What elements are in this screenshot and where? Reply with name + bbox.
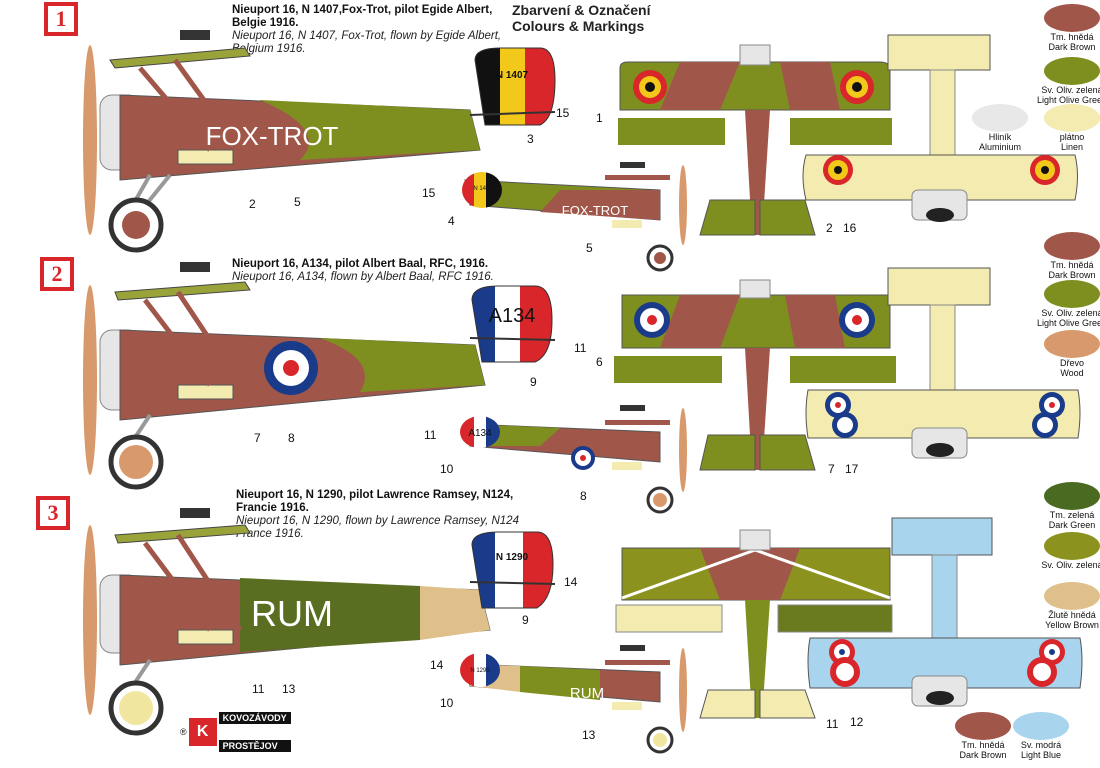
callout: 7 <box>254 431 261 445</box>
color-swatch <box>1044 232 1100 260</box>
color-swatch <box>1044 330 1100 358</box>
callout: 5 <box>294 195 301 209</box>
color-swatch <box>972 104 1028 132</box>
scheme-2-small-side-view: A134 <box>460 405 687 514</box>
small-fuselage-text-1: FOX-TROT <box>562 203 628 218</box>
scheme-3-top-view <box>615 529 893 719</box>
callout: 12 <box>850 715 864 729</box>
scheme-1-bottom-view <box>802 34 1078 222</box>
color-swatch <box>1044 532 1100 560</box>
callout: 8 <box>288 431 295 445</box>
callout: 9 <box>530 375 537 389</box>
callout: 1 <box>596 111 603 125</box>
scheme-3-caption: Nieuport 16, N 1290, pilot Lawrence Rams… <box>236 489 519 540</box>
callout: 14 <box>430 658 444 672</box>
callouts-scheme-2: 6 7 8 9 10 11 11 8 7 17 <box>254 341 859 503</box>
small-rudder-serial-3: N 1290 <box>470 668 490 674</box>
callout: 14 <box>564 575 578 589</box>
scheme-2-badge: 2 <box>40 257 74 291</box>
scheme-1-side-view: N 1407 FOX-TROT <box>83 30 556 253</box>
k-logo-mark: K <box>188 718 217 746</box>
callout: 9 <box>522 613 529 627</box>
rudder-serial-2: A134 <box>489 305 536 327</box>
callout: 15 <box>556 106 570 120</box>
swatch-olive-3: Sv. Oliv. zelená <box>1027 532 1100 570</box>
callout: 11 <box>574 341 587 355</box>
callout: 13 <box>282 682 296 696</box>
scheme-1-top-view <box>618 44 892 236</box>
rudder-serial-1: N 1407 <box>496 70 529 81</box>
kovozavody-logo: ® K KOVOZÁVODY PROSTĚJOV <box>180 712 291 752</box>
scheme-1-small-side-view: N 1407 FOX-TROT <box>462 162 687 272</box>
small-rudder-serial-1: N 1407 <box>473 186 493 192</box>
fuselage-text-3: RUM <box>251 593 333 634</box>
scheme-2-caption: Nieuport 16, A134, pilot Albert Baal, RF… <box>232 258 494 283</box>
scheme-2-top-view <box>614 279 896 471</box>
color-swatch <box>955 712 1011 740</box>
fuselage-text-1: FOX-TROT <box>206 121 339 151</box>
scheme-3-bottom-view <box>807 517 1083 707</box>
callout: 10 <box>440 462 454 476</box>
rudder-serial-3: N 1290 <box>496 552 529 563</box>
callout: 2 <box>826 221 833 235</box>
callout: 10 <box>440 696 454 710</box>
color-swatch <box>1044 482 1100 510</box>
color-swatch <box>1044 104 1100 132</box>
callout: 16 <box>843 221 857 235</box>
callout: 17 <box>845 462 859 476</box>
callout: 11 <box>252 682 265 696</box>
small-rudder-serial-2: A134 <box>468 428 492 439</box>
propeller <box>83 45 97 235</box>
callout: 7 <box>828 462 835 476</box>
callout: 11 <box>826 717 839 731</box>
colours-title-cz: Zbarvení & Označení <box>512 2 651 18</box>
callout: 13 <box>582 728 596 742</box>
colours-title-en: Colours & Markings <box>512 18 645 34</box>
color-swatch <box>1044 280 1100 308</box>
color-swatch <box>1044 582 1100 610</box>
scheme-1-caption: Nieuport 16, N 1407,Fox-Trot, pilot Egid… <box>232 4 502 55</box>
logo-text-1: KOVOZÁVODY <box>218 712 291 724</box>
callout: 5 <box>586 241 593 255</box>
callout: 2 <box>249 197 256 211</box>
callout: 4 <box>448 214 455 228</box>
color-swatch <box>1013 712 1069 740</box>
scheme-3-small-side-view: N 1290 RUM <box>460 645 687 754</box>
small-fuselage-text-3: RUM <box>570 685 604 702</box>
callout: 3 <box>527 132 534 146</box>
callout: 15 <box>422 186 436 200</box>
scheme-3-side-view: RUM N 1290 <box>83 508 556 736</box>
callout: 8 <box>580 489 587 503</box>
callout: 6 <box>596 355 603 369</box>
color-swatch <box>1044 57 1100 85</box>
scheme-1-badge: 1 <box>44 2 78 36</box>
callouts-scheme-1: 1 2 3 4 5 5 15 15 2 16 <box>249 106 857 255</box>
scheme-2-bottom-view <box>805 267 1081 459</box>
callout: 11 <box>424 428 437 442</box>
logo-text-2: PROSTĚJOV <box>218 740 291 752</box>
color-swatch <box>1044 4 1100 32</box>
scheme-3-badge: 3 <box>36 496 70 530</box>
callouts-scheme-3: 9 10 11 13 13 14 14 11 12 <box>252 575 864 742</box>
scheme-2-side-view: A134 <box>83 262 556 490</box>
machine-gun <box>180 30 210 40</box>
